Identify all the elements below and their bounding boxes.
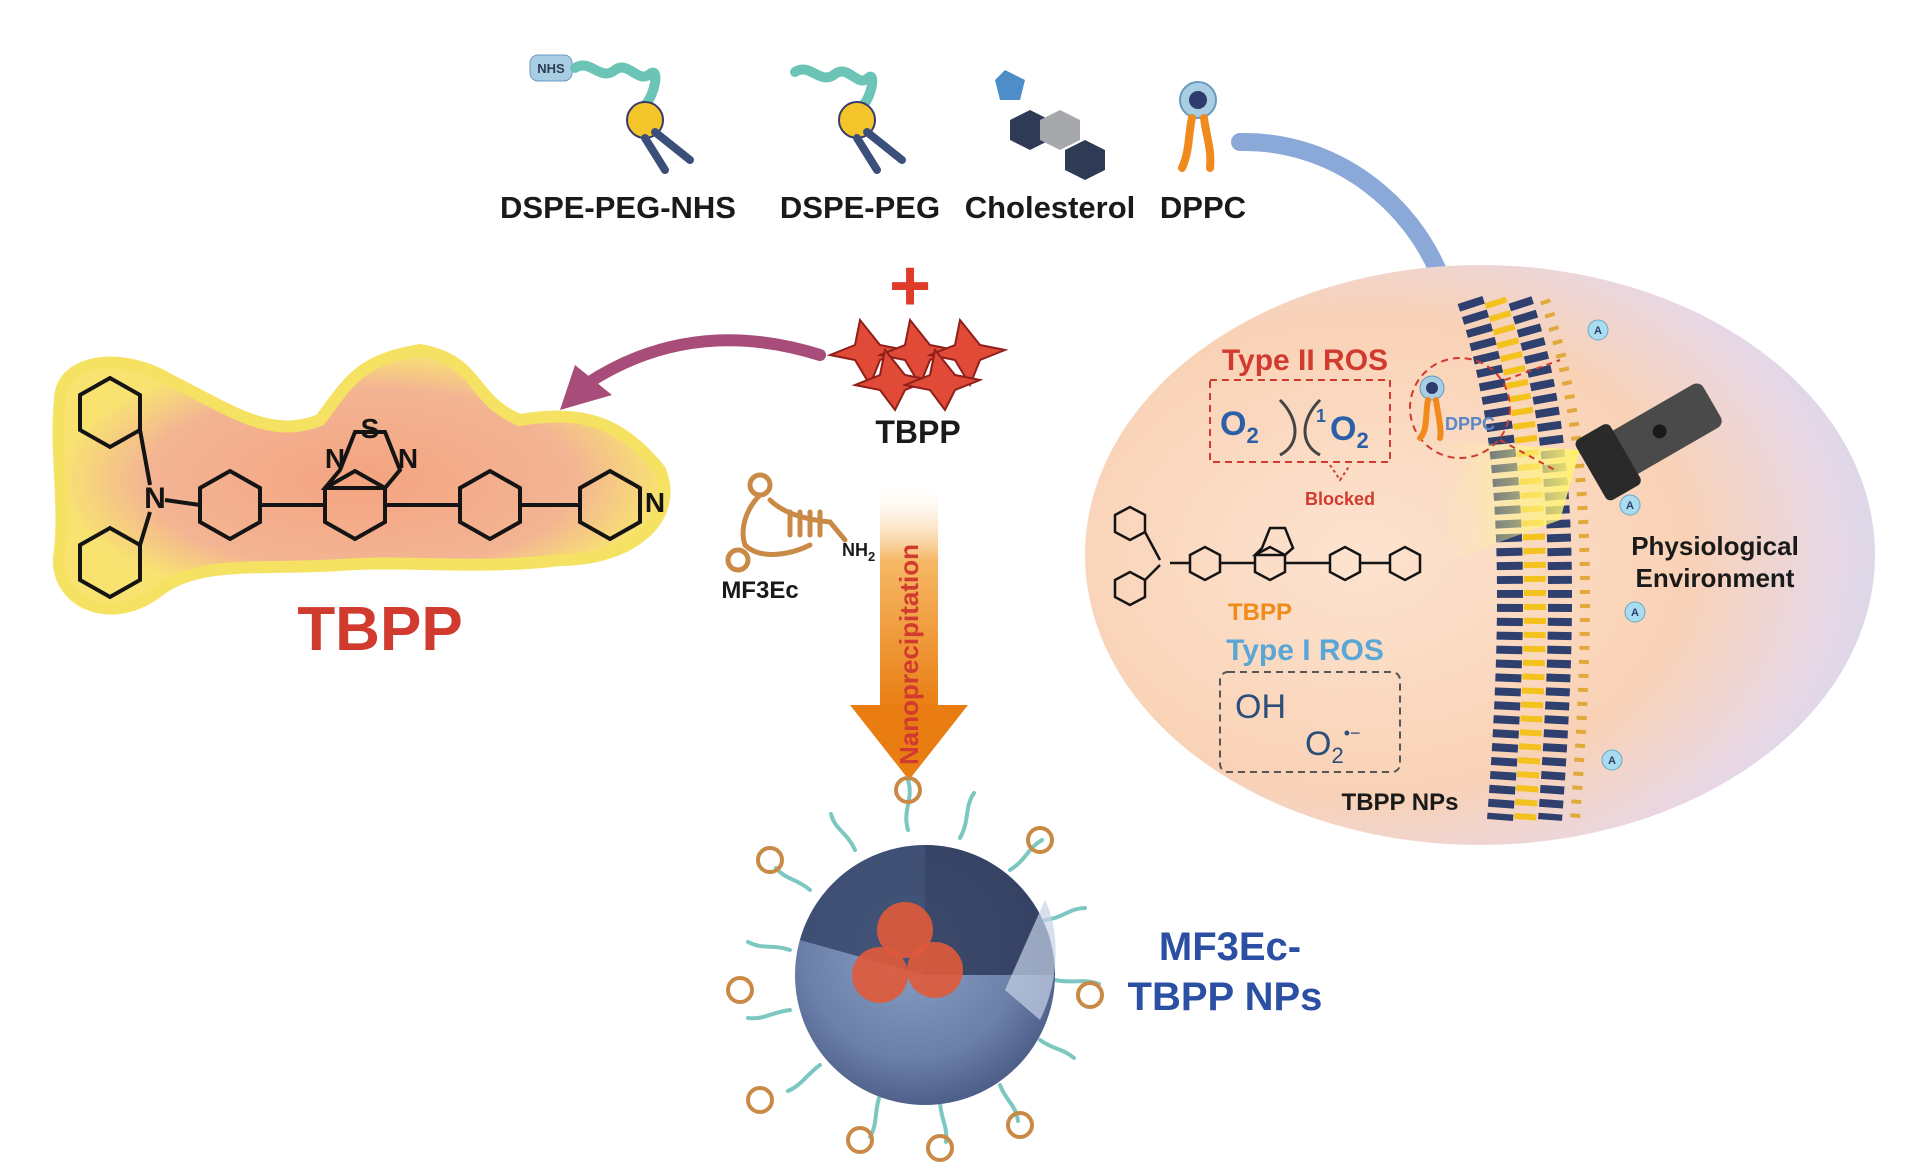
nanoprecipitation-label: Nanoprecipitation [894,544,924,765]
atom-n-pyridine: N [645,487,665,518]
tbpp-nps-label: TBPP NPs [1342,789,1459,816]
flashlight-icon [1575,383,1722,501]
dppc-zoom-circle [1409,357,1511,459]
mf3ec-tbpp-nanoparticle [726,776,1104,1162]
singlet-o2-text: O2 [1330,410,1369,453]
nanoprecipitation-arrow [850,480,968,780]
nhs-badge-text: NHS [537,61,565,76]
aptamer-marker-3: A [1631,607,1639,619]
dppc-zoom-icon [1417,375,1445,441]
physiological-line2: Environment [1636,563,1795,593]
tbpp-crystal-icon [826,317,1009,412]
conversion-arrow [1278,398,1297,457]
to-molecule-arrow-head [560,365,612,410]
dspe-peg-nhs-icon: NHS [529,54,694,174]
dppc-to-cell-arrow [1231,132,1454,299]
tbpp-small-molecule [1113,505,1422,607]
atom-n-amine: N [144,482,166,515]
type2-ros-box [1209,379,1391,463]
aptamer-marker-2: A [1626,500,1634,512]
dspe-peg-nhs-label: DSPE-PEG-NHS [500,190,736,225]
mf3ec-label: MF3Ec [721,577,798,604]
tbpp-center-label: TBPP [875,414,960,450]
dppc-label: DPPC [1160,190,1246,225]
dspe-peg-icon [790,64,906,174]
zoom-connector [1499,359,1561,471]
product-label-line1: MF3Ec- [1159,925,1301,969]
plus-sign: + [889,246,931,326]
tbpp-molecule: N S N N N [52,343,671,615]
aptamer-marker-1: A [1594,325,1602,337]
singlet-sup: 1 [1316,406,1326,426]
to-molecule-arrow [579,334,826,391]
type2-ros-title: Type II ROS [1222,344,1388,377]
aptamer-marker-4: A [1608,755,1616,767]
dppc-zoom-label: DPPC [1445,414,1495,434]
superoxide-text: O2•− [1305,723,1361,768]
dppc-icon [1178,81,1217,172]
atom-n-right: N [398,443,418,474]
type1-ros-title: Type I ROS [1226,634,1384,667]
nh2-label: NH2 [842,540,875,564]
atom-s: S [361,413,380,444]
hydroxyl-text: OH [1235,688,1286,726]
blocked-label: Blocked [1305,489,1375,509]
cholesterol-icon [995,70,1105,180]
physiological-line1: Physiological [1631,531,1799,561]
product-label-line2: TBPP NPs [1128,975,1323,1019]
cholesterol-label: Cholesterol [965,190,1136,225]
type1-ros-box [1219,671,1401,773]
light-beam [1440,440,1580,560]
blocked-mark [1329,464,1351,482]
tbpp-molecule-title: TBPP [297,595,462,664]
dspe-peg-label: DSPE-PEG [780,190,940,225]
atom-n-left: N [325,443,345,474]
tbpp-small-label: TBPP [1228,599,1292,626]
mf3ec-aptamer-icon [725,472,848,573]
o2-text: O2 [1220,405,1259,448]
aptamer-markers [1587,319,1646,771]
